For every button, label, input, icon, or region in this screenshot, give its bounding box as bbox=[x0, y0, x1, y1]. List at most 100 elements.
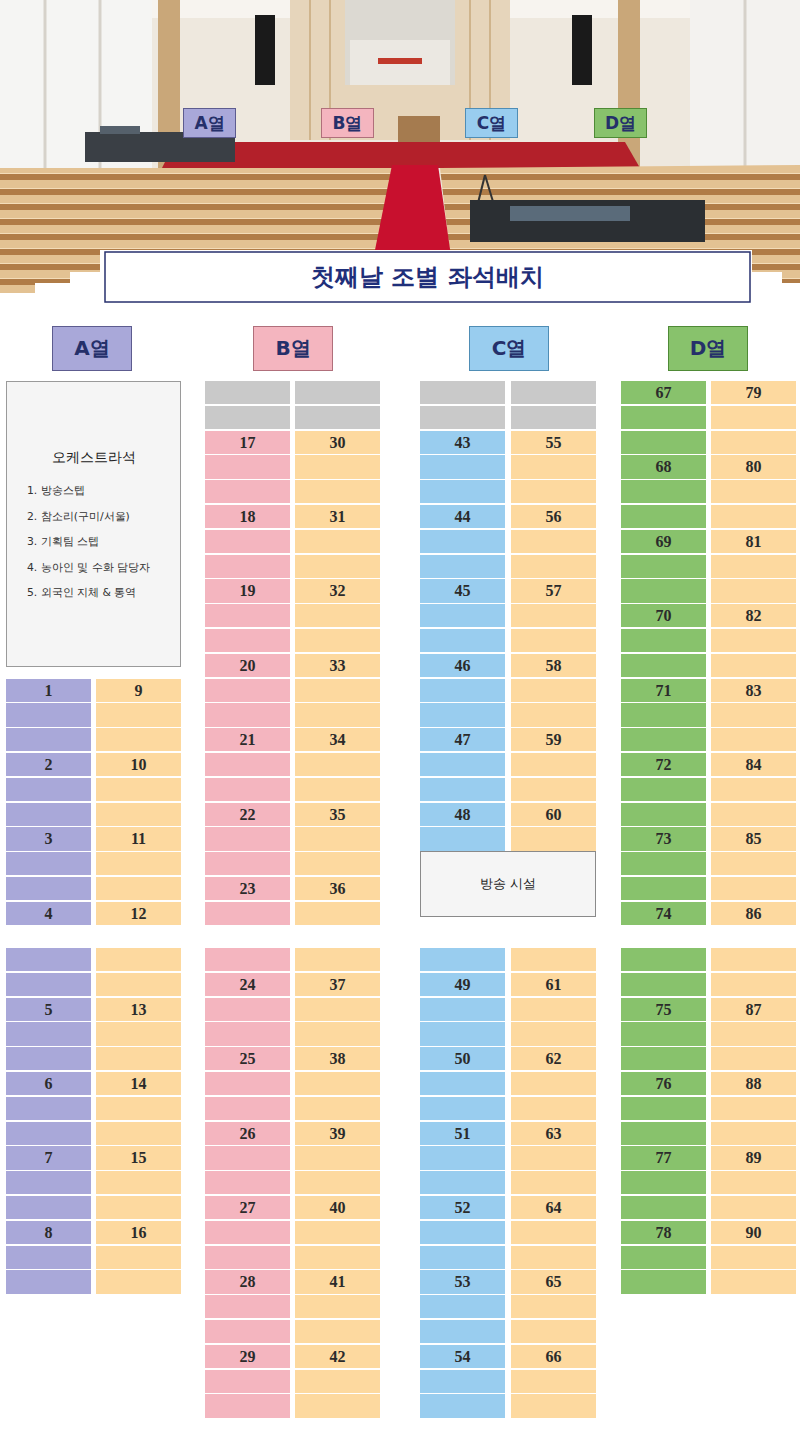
group-seat: 16 bbox=[96, 1221, 181, 1244]
node-text: 38 bbox=[295, 1047, 380, 1070]
group-seat: 12 bbox=[96, 902, 181, 925]
seat-row bbox=[420, 1295, 505, 1318]
group-seat: 50 bbox=[420, 1047, 505, 1070]
seat-row bbox=[295, 381, 380, 404]
node-text: 70 bbox=[621, 604, 706, 627]
group-seat: 78 bbox=[621, 1221, 706, 1244]
group-seat: 11 bbox=[96, 827, 181, 850]
group-seat: 49 bbox=[420, 973, 505, 996]
group-seat: 62 bbox=[511, 1047, 596, 1070]
node-text: 52 bbox=[420, 1196, 505, 1219]
group-seat: 4 bbox=[6, 902, 91, 925]
seat-row bbox=[420, 1072, 505, 1095]
node-text: 34 bbox=[295, 728, 380, 751]
node-text: 2 bbox=[6, 753, 91, 776]
group-seat: 15 bbox=[96, 1146, 181, 1169]
seat-row bbox=[711, 654, 796, 677]
node-text: 74 bbox=[621, 902, 706, 925]
seat-row bbox=[420, 778, 505, 801]
group-seat: 46 bbox=[420, 654, 505, 677]
node-text: 12 bbox=[96, 902, 181, 925]
seat-row bbox=[711, 1097, 796, 1120]
node-text: 40 bbox=[295, 1196, 380, 1219]
seat-row bbox=[420, 1370, 505, 1393]
seat-row bbox=[511, 703, 596, 726]
node-text: 30 bbox=[295, 431, 380, 454]
photo-row-label: C열 bbox=[465, 108, 518, 138]
seat-row bbox=[711, 778, 796, 801]
seat-row bbox=[6, 1122, 91, 1145]
seat-row bbox=[205, 753, 290, 776]
node-text: 76 bbox=[621, 1072, 706, 1095]
group-seat: 7 bbox=[6, 1146, 91, 1169]
group-seat: 83 bbox=[711, 679, 796, 702]
node-text: 57 bbox=[511, 579, 596, 602]
seat-row bbox=[511, 827, 596, 850]
seat-row bbox=[711, 703, 796, 726]
seat-row bbox=[96, 1097, 181, 1120]
group-seat: 25 bbox=[205, 1047, 290, 1070]
seat-row bbox=[295, 827, 380, 850]
seat-row bbox=[420, 679, 505, 702]
seat-row bbox=[420, 555, 505, 578]
node-text: 21 bbox=[205, 728, 290, 751]
node-text: 44 bbox=[420, 505, 505, 528]
node-text: 10 bbox=[96, 753, 181, 776]
seat-row bbox=[6, 803, 91, 826]
group-seat: 38 bbox=[295, 1047, 380, 1070]
node-text: 31 bbox=[295, 505, 380, 528]
seat-row bbox=[621, 1047, 706, 1070]
node-text: 79 bbox=[711, 381, 796, 404]
seat-row bbox=[6, 1246, 91, 1269]
group-seat: 67 bbox=[621, 381, 706, 404]
node-text: 19 bbox=[205, 579, 290, 602]
seat-row bbox=[295, 1022, 380, 1045]
seat-row bbox=[205, 455, 290, 478]
node-text: 23 bbox=[205, 877, 290, 900]
node-text: 67 bbox=[621, 381, 706, 404]
seat-row bbox=[511, 1320, 596, 1343]
seat-row bbox=[511, 381, 596, 404]
node-text: 65 bbox=[511, 1270, 596, 1293]
seat-row bbox=[205, 827, 290, 850]
group-seat: 86 bbox=[711, 902, 796, 925]
seat-row bbox=[711, 1246, 796, 1269]
node-text: 39 bbox=[295, 1122, 380, 1145]
seat-row bbox=[711, 1196, 796, 1219]
seat-row bbox=[205, 948, 290, 971]
node-text: 89 bbox=[711, 1146, 796, 1169]
seat-row bbox=[621, 431, 706, 454]
group-seat: 22 bbox=[205, 803, 290, 826]
group-seat: 10 bbox=[96, 753, 181, 776]
node-text: 41 bbox=[295, 1270, 380, 1293]
group-seat: 8 bbox=[6, 1221, 91, 1244]
seat-row bbox=[205, 480, 290, 503]
group-seat: 26 bbox=[205, 1122, 290, 1145]
seat-row bbox=[711, 1047, 796, 1070]
group-seat: 42 bbox=[295, 1345, 380, 1368]
seat-row bbox=[621, 852, 706, 875]
seat-row bbox=[295, 679, 380, 702]
seat-row bbox=[711, 406, 796, 429]
seat-row bbox=[420, 1320, 505, 1343]
group-seat: 44 bbox=[420, 505, 505, 528]
group-seat: 47 bbox=[420, 728, 505, 751]
seat-row bbox=[205, 1246, 290, 1269]
group-seat: 70 bbox=[621, 604, 706, 627]
node-text: A열 bbox=[194, 109, 224, 137]
seat-row bbox=[711, 728, 796, 751]
seat-row bbox=[295, 948, 380, 971]
node-text: 64 bbox=[511, 1196, 596, 1219]
node-text: D열 bbox=[690, 327, 727, 370]
seat-row bbox=[711, 973, 796, 996]
seat-row bbox=[205, 1295, 290, 1318]
seat-row bbox=[621, 555, 706, 578]
seat-row bbox=[295, 1146, 380, 1169]
group-seat: 56 bbox=[511, 505, 596, 528]
group-seat: 85 bbox=[711, 827, 796, 850]
seat-row bbox=[96, 877, 181, 900]
seat-row bbox=[511, 455, 596, 478]
group-seat: 87 bbox=[711, 998, 796, 1021]
node-text: 35 bbox=[295, 803, 380, 826]
seat-row bbox=[205, 679, 290, 702]
